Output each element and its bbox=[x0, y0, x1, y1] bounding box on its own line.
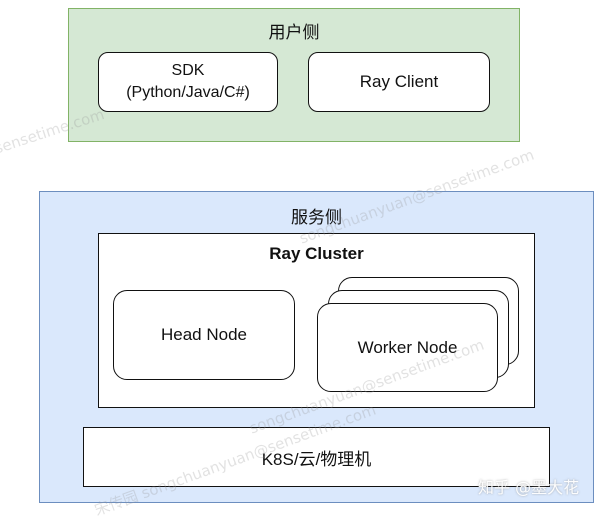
author-signature: 知乎 @墨大花 bbox=[478, 478, 580, 497]
head-node-label: Head Node bbox=[160, 325, 247, 344]
ray-client-label: Ray Client bbox=[359, 72, 439, 91]
infrastructure-label: K8S/云/物理机 bbox=[261, 449, 372, 469]
worker-node-label: Worker Node bbox=[357, 337, 458, 357]
head-node-box: Head Node bbox=[113, 290, 295, 380]
sdk-label: SDK bbox=[171, 62, 205, 79]
ray-client-box: Ray Client bbox=[308, 52, 490, 112]
infrastructure-box: K8S/云/物理机 bbox=[83, 427, 550, 487]
user-side-title: 用户侧 bbox=[268, 23, 320, 43]
ray-cluster-title: Ray Cluster bbox=[269, 244, 364, 263]
worker-node-box: Worker Node bbox=[317, 303, 498, 392]
sdk-box: SDK (Python/Java/C#) bbox=[98, 52, 278, 112]
service-side-title: 服务侧 bbox=[291, 208, 342, 228]
sdk-sublabel: (Python/Java/C#) bbox=[126, 84, 250, 101]
